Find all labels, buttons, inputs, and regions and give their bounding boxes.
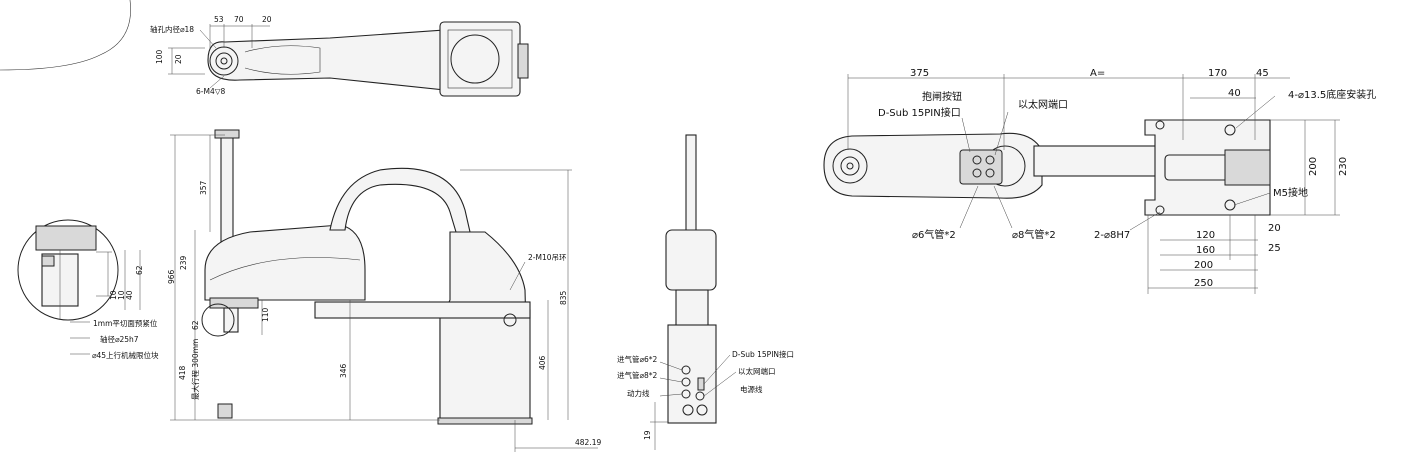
dim-62-side: 62 <box>191 320 200 330</box>
dim-200-h: 200 <box>1194 260 1213 271</box>
dim-110: 110 <box>261 307 270 322</box>
top-view-large: 375 A= 170 45 40 抱闸按钮 D-Sub 15PIN接口 以太网端… <box>823 68 1376 294</box>
dim-160: 160 <box>1196 245 1215 256</box>
dim-20-large: 20 <box>1268 223 1281 234</box>
m5-label: M5接地 <box>1273 186 1308 199</box>
dim-418: 418 <box>178 365 187 380</box>
dim-19: 19 <box>643 430 652 440</box>
dim-406: 406 <box>538 355 547 370</box>
air6-label: 进气管⌀6*2 <box>617 354 658 364</box>
thread-label: 6-M4▽8 <box>196 87 225 96</box>
dim-170: 170 <box>1208 68 1227 79</box>
eth-label: 以太网端口 <box>738 366 776 376</box>
power-label: 动力线 <box>627 388 650 398</box>
dim-70: 70 <box>234 15 244 24</box>
dsub-large-label: D-Sub 15PIN接口 <box>878 106 961 119</box>
dim-62: 62 <box>135 265 144 275</box>
eth-large-label: 以太网端口 <box>1018 98 1068 111</box>
dim-25: 25 <box>1268 243 1281 254</box>
shaft-inner-label: 轴孔内径⌀18 <box>150 24 194 34</box>
note-flat: 1mm平切面预紧位 <box>93 318 158 328</box>
tube6-label: ⌀6气管*2 <box>912 228 956 241</box>
holes-label: 4-⌀13.5底座安装孔 <box>1288 88 1376 101</box>
dim-10b: 10 <box>117 290 126 300</box>
dsub-label: D-Sub 15PIN接口 <box>732 349 794 359</box>
dim-45: 45 <box>1256 68 1269 79</box>
top-view-small: 轴孔内径⌀18 53 70 20 100 20 6-M4▽8 <box>150 15 529 97</box>
dim-357: 357 <box>199 180 208 195</box>
dim-120: 120 <box>1196 230 1215 241</box>
dim-239: 239 <box>179 255 188 270</box>
note-stop: ⌀45上行机械限位块 <box>92 350 159 360</box>
lifting-label: 2-M10吊环 <box>528 253 567 262</box>
brake-label: 抱闸按钮 <box>922 90 962 103</box>
dim-375: 375 <box>910 68 929 79</box>
dim-835: 835 <box>559 290 568 305</box>
stroke-label: 最大行程 300mm <box>190 339 200 400</box>
pin-label: 2-⌀8H7 <box>1094 230 1130 241</box>
rear-view: 进气管⌀6*2 进气管⌀8*2 动力线 D-Sub 15PIN接口 以太网端口 … <box>617 134 794 450</box>
dim-20: 20 <box>262 15 272 24</box>
dim-966: 966 <box>167 269 176 284</box>
tube8-label: ⌀8气管*2 <box>1012 228 1056 241</box>
dim-20b: 20 <box>174 54 183 64</box>
dim-10a: 10 <box>109 290 118 300</box>
margin-curve <box>0 0 131 71</box>
dim-40-large: 40 <box>1228 88 1241 99</box>
dim-100: 100 <box>155 49 164 64</box>
air8-label: 进气管⌀8*2 <box>617 370 658 380</box>
dim-53: 53 <box>214 15 224 24</box>
note-shaft: 轴径⌀25h7 <box>100 334 139 344</box>
dim-346: 346 <box>339 363 348 378</box>
dim-250: 250 <box>1194 278 1213 289</box>
side-view: 357 966 239 62 110 418 最大行程 300mm 346 40… <box>167 129 601 452</box>
dim-40: 40 <box>125 290 134 300</box>
dim-230: 230 <box>1338 157 1349 176</box>
detail-view: 10 10 40 62 1mm平切面预紧位 轴径⌀25h7 ⌀45上行机械限位块 <box>17 219 159 360</box>
dim-200-v: 200 <box>1308 157 1319 176</box>
dim-A: A= <box>1090 68 1105 79</box>
dim-482: 482.19 <box>575 438 601 447</box>
cable-label: 电源线 <box>740 384 763 394</box>
